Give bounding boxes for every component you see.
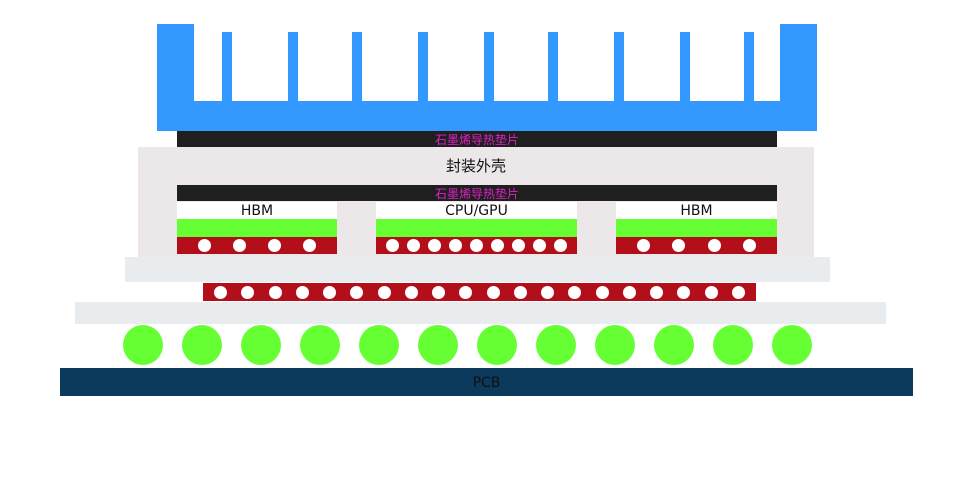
- micro-bump: [268, 239, 281, 252]
- micro-bump: [533, 239, 546, 252]
- micro-bump: [707, 239, 721, 252]
- chip-cpu-gpu-die: [376, 219, 577, 237]
- c4-bump: [241, 285, 255, 299]
- c4-bump: [459, 285, 473, 299]
- graphene-pad-inner-label: 石墨烯导热垫片: [434, 186, 519, 201]
- micro-bump: [742, 239, 756, 252]
- package-substrate: [75, 302, 886, 324]
- c4-bump: [432, 285, 446, 299]
- micro-bump: [554, 239, 567, 252]
- solder-ball: [712, 325, 753, 365]
- c4-bump: [731, 285, 745, 299]
- c4-bump: [350, 285, 364, 299]
- micro-bump: [491, 239, 504, 252]
- heatsink: [157, 24, 817, 131]
- micro-bump: [637, 239, 651, 252]
- solder-ball: [594, 325, 635, 365]
- solder-ball: [299, 325, 340, 365]
- c4-bump: [677, 285, 691, 299]
- solder-ball: [417, 325, 458, 365]
- micro-bump: [233, 239, 246, 252]
- solder-ball: [122, 325, 163, 365]
- micro-bump: [428, 239, 441, 252]
- c4-bump: [622, 285, 636, 299]
- c4-bump: [268, 285, 282, 299]
- pcb-label: PCB: [472, 375, 501, 391]
- package-housing-label: 封装外壳: [445, 156, 506, 175]
- c4-bump: [650, 285, 664, 299]
- solder-ball: [653, 325, 694, 365]
- micro-bump: [470, 239, 483, 252]
- micro-bump: [672, 239, 686, 252]
- c4-bump: [214, 285, 228, 299]
- c4-bump: [295, 285, 309, 299]
- chip-hbm-left-label: HBM: [240, 203, 274, 219]
- c4-bump: [541, 285, 555, 299]
- chip-hbm-right-label: HBM: [680, 203, 713, 219]
- micro-bump: [512, 239, 525, 252]
- chip-hbm-right: [616, 202, 777, 219]
- micro-bump: [449, 239, 462, 252]
- graphene-pad-top: [177, 131, 777, 147]
- micro-bump: [386, 239, 399, 252]
- solder-ball: [358, 325, 399, 365]
- c4-bump: [595, 285, 609, 299]
- solder-ball: [535, 325, 576, 365]
- c4-bump: [486, 285, 500, 299]
- solder-ball: [181, 325, 222, 365]
- chip-hbm-left-bump-strip: [177, 237, 337, 254]
- c4-bump: [513, 285, 527, 299]
- pcb-board: [60, 368, 913, 396]
- chip-hbm-right-die: [616, 219, 777, 237]
- substrate-bump-strip: [203, 283, 756, 301]
- c4-bump: [404, 285, 418, 299]
- c4-bump: [377, 285, 391, 299]
- solder-ball: [476, 325, 517, 365]
- chip-hbm-right-bump-strip: [616, 237, 777, 254]
- chip-cpu-gpu-bump-strip: [376, 237, 577, 254]
- solder-ball: [240, 325, 281, 365]
- micro-bump: [407, 239, 420, 252]
- c4-bump: [704, 285, 718, 299]
- graphene-pad-top-label: 石墨烯导热垫片: [434, 132, 519, 147]
- chip-cpu-gpu: [376, 202, 577, 219]
- interposer: [125, 257, 830, 282]
- solder-ball-row: [113, 324, 821, 366]
- graphene-pad-inner: [177, 185, 777, 201]
- c4-bump: [323, 285, 337, 299]
- micro-bump: [303, 239, 316, 252]
- chip-hbm-left: [177, 202, 337, 219]
- chip-hbm-left-die: [177, 219, 337, 237]
- solder-ball: [771, 325, 812, 365]
- c4-bump: [568, 285, 582, 299]
- chip-cpu-gpu-label: CPU/GPU: [445, 203, 508, 219]
- micro-bump: [198, 239, 211, 252]
